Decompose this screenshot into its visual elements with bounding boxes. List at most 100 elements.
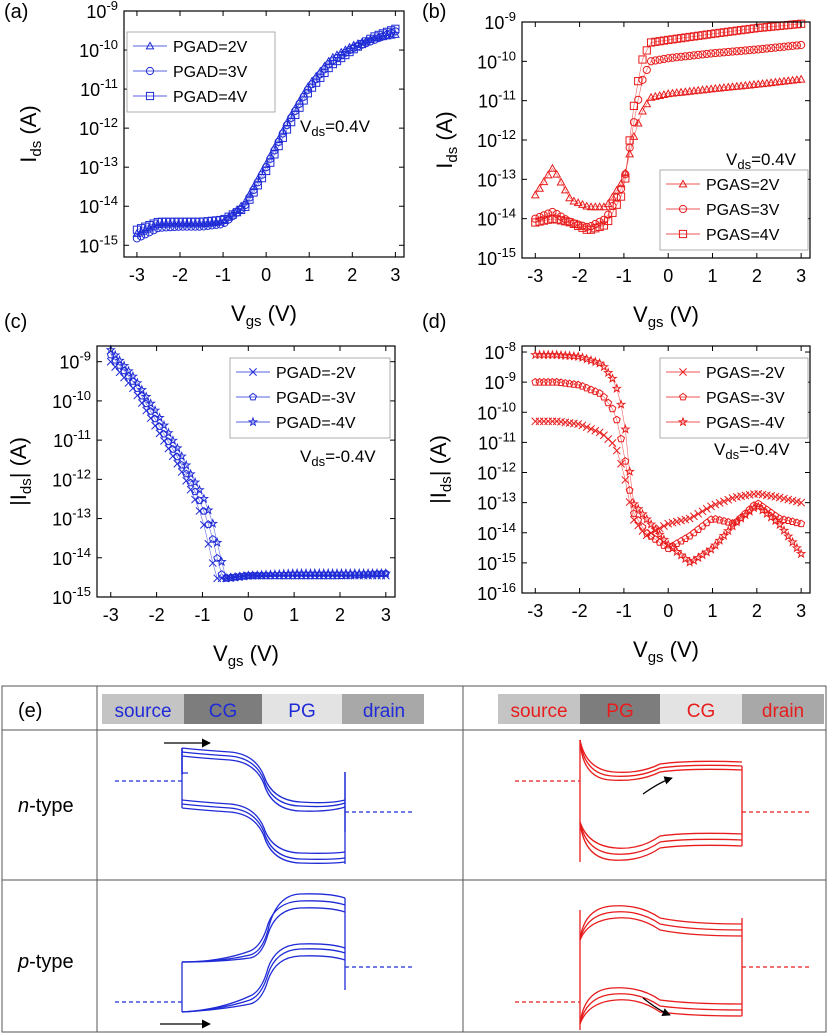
x-axis-label-part: gs bbox=[246, 313, 262, 330]
data-point bbox=[149, 226, 158, 235]
data-point bbox=[659, 36, 669, 45]
data-point bbox=[634, 95, 643, 104]
data-point bbox=[544, 209, 553, 218]
plot-frame bbox=[96, 345, 396, 598]
y-tick-label: 10-15 bbox=[477, 550, 516, 574]
y-tick-exponent: -8 bbox=[504, 339, 516, 354]
vds-annotation-part: =-0.4V bbox=[739, 440, 790, 459]
y-axis-label-part: I bbox=[16, 157, 41, 163]
data-point bbox=[796, 74, 806, 83]
y-tick-label: 10-10 bbox=[477, 48, 516, 72]
x-axis-label-part: gs bbox=[648, 649, 664, 666]
data-point bbox=[539, 216, 548, 225]
y-tick-exponent: -12 bbox=[72, 466, 91, 481]
data-point bbox=[320, 68, 329, 78]
data-point bbox=[574, 221, 583, 230]
data-point bbox=[680, 553, 691, 564]
series-line bbox=[535, 23, 802, 230]
data-point bbox=[797, 40, 806, 50]
x-tick-label: 0 bbox=[663, 601, 673, 621]
conduction-band-p2 bbox=[181, 900, 346, 963]
vds-annotation-part: V bbox=[714, 440, 726, 459]
x-axis-label-part: gs bbox=[648, 314, 664, 331]
data-point bbox=[307, 83, 317, 92]
y-axis-label: |Ids| (A) bbox=[6, 437, 35, 506]
y-axis-label-part: (A) bbox=[432, 111, 457, 146]
data-point bbox=[287, 113, 296, 122]
data-point bbox=[719, 28, 729, 37]
data-point bbox=[723, 525, 734, 536]
data-point bbox=[316, 73, 325, 82]
data-point bbox=[787, 536, 798, 547]
x-tick-label: -1 bbox=[616, 266, 632, 286]
data-point bbox=[132, 225, 142, 234]
data-point bbox=[232, 208, 242, 217]
x-tick-label: 2 bbox=[752, 601, 762, 621]
valence-band-p2 bbox=[181, 948, 346, 1013]
x-tick-label: -1 bbox=[616, 601, 632, 621]
y-axis-label-part: I bbox=[432, 163, 457, 169]
y-tick-exponent: -14 bbox=[497, 520, 516, 535]
y-tick-exponent: -9 bbox=[79, 349, 91, 364]
electron-arrow-n-right bbox=[642, 776, 673, 795]
valence-band-3 bbox=[181, 799, 346, 854]
valence-band-r1 bbox=[579, 821, 743, 861]
data-point bbox=[788, 41, 797, 50]
data-point bbox=[249, 188, 258, 197]
data-point bbox=[198, 493, 210, 504]
vds-annotation-part: V bbox=[300, 447, 312, 466]
bar-left-label-drain: drain bbox=[363, 701, 405, 722]
data-point bbox=[362, 37, 371, 46]
panel-label-e: (e) bbox=[18, 700, 42, 722]
y-tick-exponent: -10 bbox=[99, 37, 118, 52]
data-point bbox=[530, 190, 540, 199]
series-line bbox=[110, 349, 386, 579]
data-point bbox=[637, 508, 648, 519]
y-tick-base: 10 bbox=[52, 392, 72, 412]
data-point bbox=[374, 30, 383, 39]
vds-annotation-part: ds bbox=[311, 454, 325, 469]
data-point bbox=[711, 514, 720, 523]
y-tick-exponent: -9 bbox=[504, 9, 516, 24]
data-point bbox=[753, 501, 764, 512]
data-point bbox=[702, 30, 711, 39]
x-tick-label: 3 bbox=[796, 601, 806, 621]
data-point bbox=[213, 553, 222, 562]
x-tick-label: -3 bbox=[527, 266, 543, 286]
data-point bbox=[737, 26, 746, 35]
data-point bbox=[745, 24, 754, 34]
vds-annotation: Vds=0.4V bbox=[726, 150, 797, 172]
data-point bbox=[694, 31, 703, 40]
data-point bbox=[578, 381, 587, 390]
x-axis-label-part: (V) bbox=[664, 302, 699, 327]
data-point bbox=[572, 351, 584, 362]
y-tick-label: 10-15 bbox=[52, 584, 91, 608]
data-point bbox=[535, 377, 544, 386]
x-axis-label: Vgs (V) bbox=[213, 641, 279, 670]
y-tick-label: 10-13 bbox=[79, 154, 118, 178]
data-point bbox=[295, 103, 304, 112]
conduction-band-r2 bbox=[579, 739, 743, 777]
data-point bbox=[556, 216, 566, 225]
y-tick-label: 10-11 bbox=[478, 429, 516, 453]
data-point bbox=[749, 501, 758, 509]
data-point bbox=[728, 27, 737, 36]
data-point bbox=[382, 27, 392, 36]
data-point bbox=[591, 224, 600, 233]
y-tick-label: 10-9 bbox=[59, 349, 91, 373]
y-tick-exponent: -15 bbox=[497, 245, 516, 260]
x-tick-label: 1 bbox=[304, 265, 314, 285]
data-point bbox=[629, 118, 639, 127]
data-point bbox=[658, 534, 670, 544]
data-point bbox=[216, 556, 227, 567]
data-point bbox=[552, 209, 561, 219]
y-tick-label: 10-14 bbox=[477, 520, 516, 544]
data-point bbox=[792, 20, 801, 29]
legend-label: PGAD=4V bbox=[173, 89, 248, 106]
x-tick-label: 2 bbox=[347, 265, 357, 285]
data-point bbox=[599, 392, 608, 401]
y-tick-exponent: -14 bbox=[72, 545, 91, 560]
